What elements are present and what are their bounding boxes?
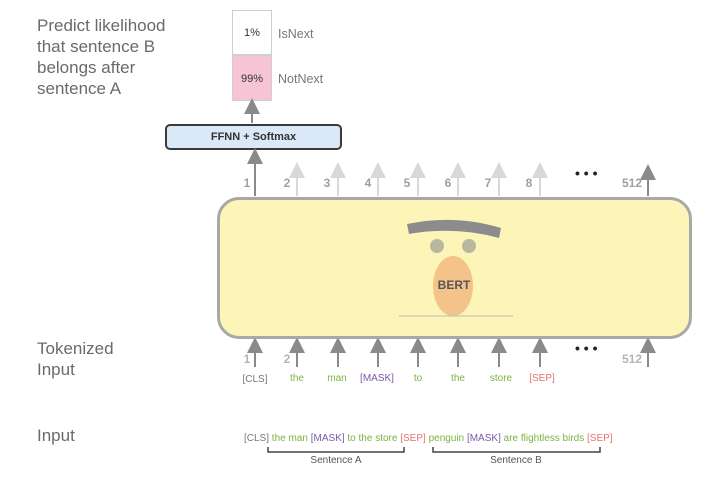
token-store: store (489, 373, 513, 384)
token-cls: [CLS] (242, 374, 268, 385)
token-sep: [SEP] (529, 373, 555, 384)
sentence-a-label: Sentence A (310, 455, 362, 466)
bottom-ellipsis: • • • (575, 340, 598, 356)
bert-face (399, 219, 513, 317)
bottom-pos-1: 1 (243, 352, 251, 366)
input-cls: [CLS] (244, 433, 270, 444)
bottom-pos-2: 2 (283, 352, 291, 366)
token-the-1: the (290, 373, 304, 384)
top-pos-5: 5 (403, 176, 411, 190)
sentence-b-label: Sentence B (490, 455, 542, 466)
token-man: man (327, 373, 347, 384)
top-pos-7: 7 (484, 176, 492, 190)
tokenized-input-heading: Tokenized Input (37, 339, 114, 379)
bottom-pos-512: 512 (621, 352, 643, 366)
right-eye (462, 239, 476, 253)
top-pos-2: 2 (283, 176, 291, 190)
isnext-prob-box: 1% (232, 10, 272, 55)
top-pos-4: 4 (364, 176, 372, 190)
predict-heading: Predict likelihood that sentence B belon… (37, 16, 166, 98)
sentence-a-bracket (267, 447, 405, 453)
top-pos-6: 6 (444, 176, 452, 190)
ffnn-softmax-box: FFNN + Softmax (165, 124, 342, 150)
input-part-4: are flightless birds (500, 433, 588, 444)
top-pos-8: 8 (525, 176, 533, 190)
eyebrow-shape (407, 219, 501, 238)
input-heading: Input (37, 426, 75, 445)
faded-output-arrows (289, 162, 548, 196)
input-sentence: [CLS] the man [MASK] to the store [SEP] … (244, 433, 613, 444)
top-pos-512: 512 (621, 176, 643, 190)
top-pos-3: 3 (323, 176, 331, 190)
input-part-3: penguin (425, 433, 467, 444)
bert-label: BERT (437, 278, 471, 292)
isnext-label: IsNext (278, 27, 314, 41)
left-eye (430, 239, 444, 253)
input-mask-1: [MASK] (310, 433, 345, 444)
nose-shape (433, 256, 473, 316)
input-part-1: the man (269, 433, 311, 444)
input-part-2: to the store (344, 433, 401, 444)
top-pos-1: 1 (243, 176, 251, 190)
token-the-2: the (451, 373, 465, 384)
top-ellipsis: • • • (575, 165, 598, 181)
notnext-label: NotNext (278, 72, 324, 86)
notnext-pct: 99% (240, 73, 264, 85)
input-mask-2: [MASK] (466, 433, 501, 444)
token-to: to (413, 373, 423, 384)
input-arrows (247, 337, 656, 367)
sentence-b-bracket (432, 447, 601, 453)
input-sep-1: [SEP] (400, 433, 426, 444)
input-sep-2: [SEP] (587, 433, 613, 444)
token-mask: [MASK] (360, 373, 394, 384)
isnext-pct: 1% (244, 27, 260, 39)
